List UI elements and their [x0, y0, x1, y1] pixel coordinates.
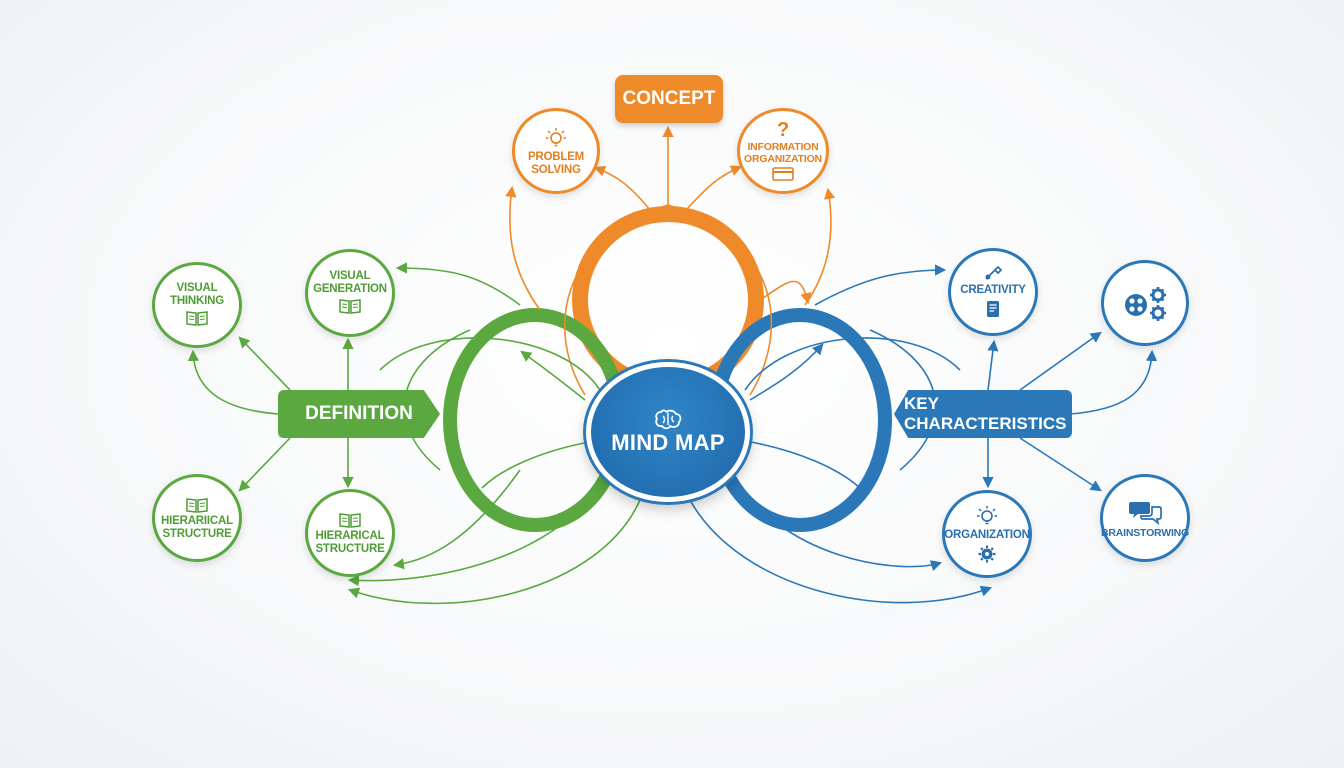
lightbulb-icon	[546, 127, 566, 147]
gears-node	[1101, 260, 1189, 346]
problem-solving-label: PROBLEM SOLVING	[527, 150, 585, 176]
hierarchical-structure-inner-node: HIERARICAL STRUCTURE	[305, 489, 395, 577]
brainstorming-node: BRAINSTORWING	[1100, 474, 1190, 562]
gear-icon	[978, 545, 996, 563]
question-mark-icon: ?	[776, 118, 790, 141]
visual-generation-label: VISUAL GENERATION	[313, 269, 387, 295]
book-icon	[186, 497, 208, 513]
document-icon	[987, 300, 999, 317]
gears-icon	[1125, 287, 1166, 321]
hierarchical-structure-outer-node: HIERARIICAL STRUCTURE	[152, 474, 242, 562]
hierarchical-structure-outer-label: HIERARIICAL STRUCTURE	[161, 514, 233, 540]
creativity-label: CREATIVITY	[960, 284, 1026, 297]
visual-generation-node: VISUAL GENERATION	[305, 249, 395, 337]
green-links	[187, 262, 641, 605]
orange-links	[505, 125, 836, 396]
blue-links	[689, 264, 1158, 604]
mind-map-center-node: MIND MAP	[586, 362, 750, 502]
lightbulb-icon	[977, 506, 997, 525]
book-icon	[339, 512, 361, 528]
book-icon	[339, 299, 361, 315]
visual-thinking-label: VISUAL THINKING	[170, 281, 224, 307]
hierarchical-structure-inner-label: HIERARICAL STRUCTURE	[315, 529, 385, 555]
key-characteristics-tag: KEY CHARACTERISTICS	[894, 390, 1072, 438]
card-icon	[772, 167, 794, 181]
organization-label: ORGANIZATION	[944, 529, 1030, 542]
book-icon	[186, 311, 208, 327]
center-label: MIND MAP	[611, 430, 725, 455]
paint-brush-icon	[985, 266, 1003, 280]
creativity-node: CREATIVITY	[948, 248, 1038, 336]
definition-tag: DEFINITION	[278, 390, 440, 438]
brainstorming-label: BRAINSTORWING	[1101, 526, 1190, 539]
problem-solving-node: PROBLEM SOLVING	[512, 108, 600, 194]
definition-label: DEFINITION	[305, 403, 413, 424]
information-organization-label: INFORMATION ORGANIZATION	[744, 140, 822, 165]
information-organization-node: ? INFORMATION ORGANIZATION	[737, 108, 829, 194]
concept-tag: CONCEPT	[615, 75, 723, 123]
chat-bubbles-icon	[1129, 501, 1162, 525]
organization-node: ORGANIZATION	[942, 490, 1032, 578]
brain-icon	[655, 409, 682, 430]
concept-label: CONCEPT	[622, 88, 716, 109]
key-characteristics-label: KEY CHARACTERISTICS	[904, 394, 1067, 433]
visual-thinking-node: VISUAL THINKING	[152, 262, 242, 348]
